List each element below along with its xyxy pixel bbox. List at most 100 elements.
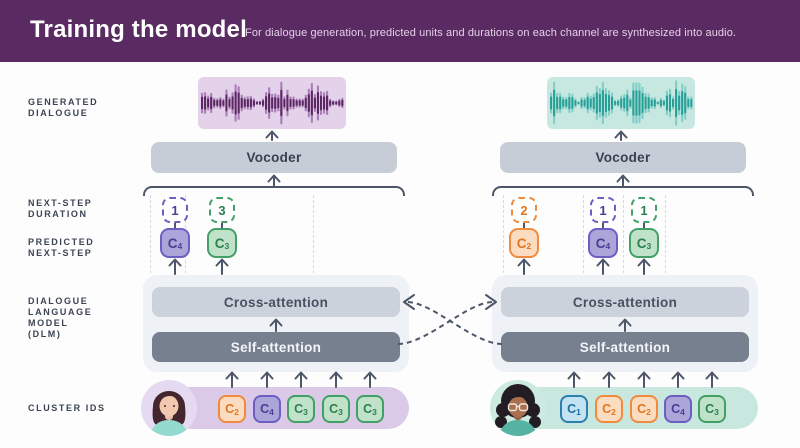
header-bar: Training the model For dialogue generati… [0, 0, 800, 62]
token-subscript: 3 [714, 407, 719, 417]
up-arrow-icon [618, 318, 632, 332]
up-arrow-icon [168, 258, 182, 275]
up-arrow-icon [215, 258, 229, 275]
up-arrow-icon [602, 371, 616, 388]
token-label: C [214, 235, 225, 251]
up-arrow-icon [265, 130, 279, 141]
side-label-dialogue-language-model: DIALOGUE LANGUAGE MODEL (DLM) [28, 296, 93, 339]
token-connector [643, 223, 645, 229]
channel-left: Vocoder Cross-attention Self-attention 1… [141, 77, 409, 437]
side-label-next-step-duration: NEXT-STEP DURATION [28, 198, 93, 219]
token-connector [221, 223, 223, 229]
token-subscript: 3 [372, 407, 377, 417]
up-arrow-icon [517, 258, 531, 275]
up-arrow-icon [705, 371, 719, 388]
up-arrow-icon [267, 174, 281, 187]
token-label: C [637, 402, 647, 416]
duration-box: 1 [590, 197, 616, 223]
token-label: C [567, 402, 577, 416]
token-label: C [167, 235, 178, 251]
token-label: C [602, 402, 612, 416]
self-attention-box: Self-attention [501, 332, 749, 362]
cross-channel-attention-links [397, 294, 503, 345]
up-arrow-icon [225, 371, 239, 388]
cross-attention-box: Cross-attention [501, 287, 749, 317]
time-step-divider [313, 195, 314, 273]
up-arrow-icon [294, 371, 308, 388]
generated-waveform [198, 77, 346, 129]
side-label-cluster-ids: CLUSTER IDS [28, 403, 106, 413]
up-arrow-icon [614, 130, 628, 141]
time-step-divider [623, 195, 624, 273]
side-label-generated-dialogue: GENERATED DIALOGUE [28, 97, 99, 118]
page-subtitle: For dialogue generation, predicted units… [245, 27, 737, 39]
token-label: C [294, 402, 304, 416]
duration-box: 1 [162, 197, 188, 223]
token-connector [523, 223, 525, 229]
token-subscript: 3 [303, 407, 308, 417]
time-step-divider [150, 195, 151, 273]
token-subscript: 2 [526, 241, 532, 251]
merge-bracket [143, 186, 405, 196]
up-arrow-icon [671, 371, 685, 388]
self-attention-box: Self-attention [152, 332, 400, 362]
token-subscript: 4 [177, 241, 183, 251]
token-label: C [225, 402, 235, 416]
token-connector [602, 223, 604, 229]
vocoder-box: Vocoder [500, 142, 746, 173]
vocoder-box: Vocoder [151, 142, 397, 173]
token-subscript: 4 [680, 407, 685, 417]
avatar-speaker-left [141, 380, 197, 436]
time-step-divider [665, 195, 666, 273]
merge-bracket [492, 186, 754, 196]
time-step-divider [583, 195, 584, 273]
channel-right: Vocoder Cross-attention Self-attention [490, 77, 758, 437]
token-label: C [636, 235, 647, 251]
up-arrow-icon [567, 371, 581, 388]
duration-box: 2 [511, 197, 537, 223]
up-arrow-icon [269, 318, 283, 332]
token-label: C [363, 402, 373, 416]
token-subscript: 3 [646, 241, 652, 251]
token-label: C [329, 402, 339, 416]
waveform-image [550, 80, 693, 126]
token-subscript: 4 [269, 407, 274, 417]
page-title: Training the model [30, 16, 247, 43]
token-subscript: 3 [338, 407, 343, 417]
side-label-predicted-next-step: PREDICTED NEXT-STEP [28, 237, 95, 258]
up-arrow-icon [260, 371, 274, 388]
up-arrow-icon [363, 371, 377, 388]
time-step-divider [503, 195, 504, 273]
duration-box: 1 [631, 197, 657, 223]
generated-waveform [547, 77, 695, 129]
duration-box: 3 [209, 197, 235, 223]
avatar-speaker-right [490, 380, 546, 436]
waveform-image [201, 81, 344, 125]
token-connector [174, 223, 176, 229]
token-subscript: 4 [605, 241, 611, 251]
token-subscript: 2 [646, 407, 651, 417]
token-label: C [671, 402, 681, 416]
token-label: C [516, 235, 527, 251]
up-arrow-icon [637, 371, 651, 388]
token-label: C [595, 235, 606, 251]
token-label: C [705, 402, 715, 416]
token-label: C [260, 402, 270, 416]
token-subscript: 1 [576, 407, 581, 417]
token-subscript: 2 [234, 407, 239, 417]
up-arrow-icon [596, 258, 610, 275]
up-arrow-icon [616, 174, 630, 187]
